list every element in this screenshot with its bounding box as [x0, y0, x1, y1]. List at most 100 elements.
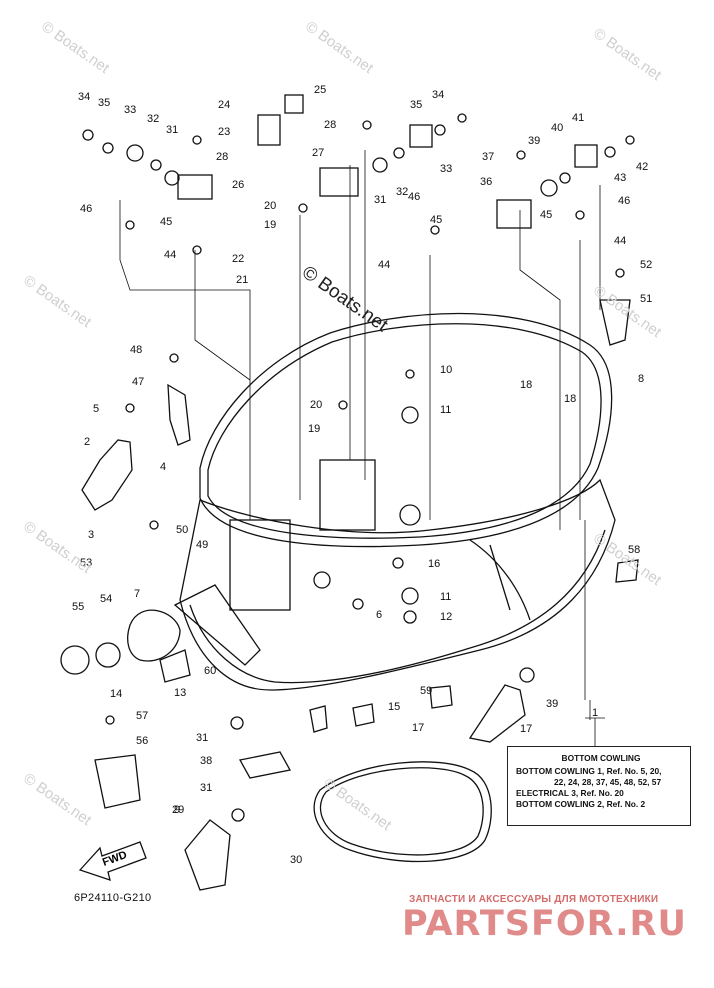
callout-number: 6 [376, 609, 382, 621]
callout-number: 53 [80, 557, 92, 569]
callout-number: 14 [110, 688, 122, 700]
callout-number: 12 [440, 611, 452, 623]
inner-bracket-2 [229, 519, 291, 611]
callout-number: 45 [430, 214, 442, 226]
screw-parts [82, 94, 635, 822]
part-38 [468, 684, 526, 743]
callout-number: 50 [176, 524, 188, 536]
part-29 [238, 751, 292, 779]
brand-subtitle: ЗАПЧАСТИ И АКСЕССУАРЫ ДЛЯ МОТОТЕХНИКИ [409, 894, 659, 905]
callout-number: 43 [614, 172, 626, 184]
callout-number: 9 [174, 804, 180, 816]
callout-number: 52 [640, 259, 652, 271]
cowling-rim-seal [199, 312, 613, 548]
bracket-part-47 [167, 383, 191, 446]
callout-number: 34 [432, 89, 444, 101]
callout-number: 15 [388, 701, 400, 713]
bottom-cowling-front [173, 584, 261, 666]
callout-number: 60 [204, 665, 216, 677]
plate-part-51 [599, 299, 631, 346]
callout-number: 59 [420, 685, 432, 697]
callout-number: 13 [174, 687, 186, 699]
callout-number: 45 [540, 209, 552, 221]
callout-number: 46 [408, 191, 420, 203]
callout-number: 40 [551, 122, 563, 134]
diagram-code: 6P24110-G210 [74, 892, 152, 904]
lower-seal-ring-inner [319, 767, 484, 856]
callout-number: 11 [440, 591, 451, 603]
legend-line: ELECTRICAL 3, Ref. No. 20 [516, 788, 624, 798]
callout-number: 39 [528, 135, 540, 147]
callout-number: 22 [232, 253, 244, 265]
part-15 [352, 703, 375, 727]
callout-number: 28 [324, 119, 336, 131]
callout-number: 30 [290, 854, 302, 866]
callout-number: 1 [592, 707, 598, 719]
callout-number: 26 [232, 179, 244, 191]
callout-number: 45 [160, 216, 172, 228]
legend-box: BOTTOM COWLING BOTTOM COWLING 1, Ref. No… [507, 746, 691, 826]
callout-number: 11 [440, 404, 451, 416]
callout-number: 32 [147, 113, 159, 125]
callout-number: 17 [412, 722, 424, 734]
callout-number: 42 [636, 161, 648, 173]
inner-bracket [319, 459, 376, 531]
grommet-54 [95, 642, 121, 668]
callout-number: 17 [520, 723, 532, 735]
callout-number: 46 [618, 195, 630, 207]
callout-number: 28 [216, 151, 228, 163]
callout-number: 24 [218, 99, 230, 111]
callout-number: 5 [93, 403, 99, 415]
inner-rib [469, 539, 531, 621]
callout-number: 54 [100, 593, 112, 605]
callout-number: 36 [480, 176, 492, 188]
callout-number: 8 [638, 373, 644, 385]
callout-number: 18 [564, 393, 576, 405]
inner-rib-2 [489, 544, 511, 611]
callout-number: 58 [628, 544, 640, 556]
callout-number: 41 [572, 112, 584, 124]
callout-number: 23 [218, 126, 230, 138]
callout-number: 10 [440, 364, 452, 376]
callout-number: 34 [78, 91, 90, 103]
legend-line: BOTTOM COWLING 2, Ref. No. 2 [516, 799, 646, 809]
callout-number: 55 [72, 601, 84, 613]
callout-number: 33 [124, 104, 136, 116]
lever-part-2 [81, 439, 133, 511]
legend-line: BOTTOM COWLING 1, Ref. No. 5, 20, [516, 766, 662, 776]
callout-number: 31 [200, 782, 212, 794]
spring-13 [159, 649, 191, 683]
hose-clamp-55 [60, 645, 90, 675]
callout-number: 37 [482, 151, 494, 163]
part-30 [184, 819, 231, 891]
callout-number: 25 [314, 84, 326, 96]
callout-number: 31 [166, 124, 178, 136]
callout-number: 56 [136, 735, 148, 747]
callout-number: 20 [264, 200, 276, 212]
callout-number: 44 [614, 235, 626, 247]
callout-number: 19 [308, 423, 320, 435]
callout-number: 29 [172, 804, 184, 816]
callout-number: 3 [88, 529, 94, 541]
callout-number: 46 [80, 203, 92, 215]
grommet-hole [313, 571, 331, 589]
callout-number: 19 [264, 219, 276, 231]
callout-number: 21 [236, 274, 248, 286]
brand-logo: PARTSFOR.RU [402, 904, 687, 944]
callout-number: 49 [196, 539, 208, 551]
part-58 [615, 559, 639, 583]
callout-number: 48 [130, 344, 142, 356]
legend-title: BOTTOM COWLING [561, 753, 641, 763]
callout-number: 35 [410, 99, 422, 111]
part-17a [309, 705, 328, 733]
callout-number: 47 [132, 376, 144, 388]
callout-number: 7 [134, 588, 140, 600]
callout-number: 35 [98, 97, 110, 109]
callout-number: 38 [200, 755, 212, 767]
callout-number: 4 [160, 461, 166, 473]
callout-number: 31 [374, 194, 386, 206]
leader-lines [119, 150, 601, 720]
